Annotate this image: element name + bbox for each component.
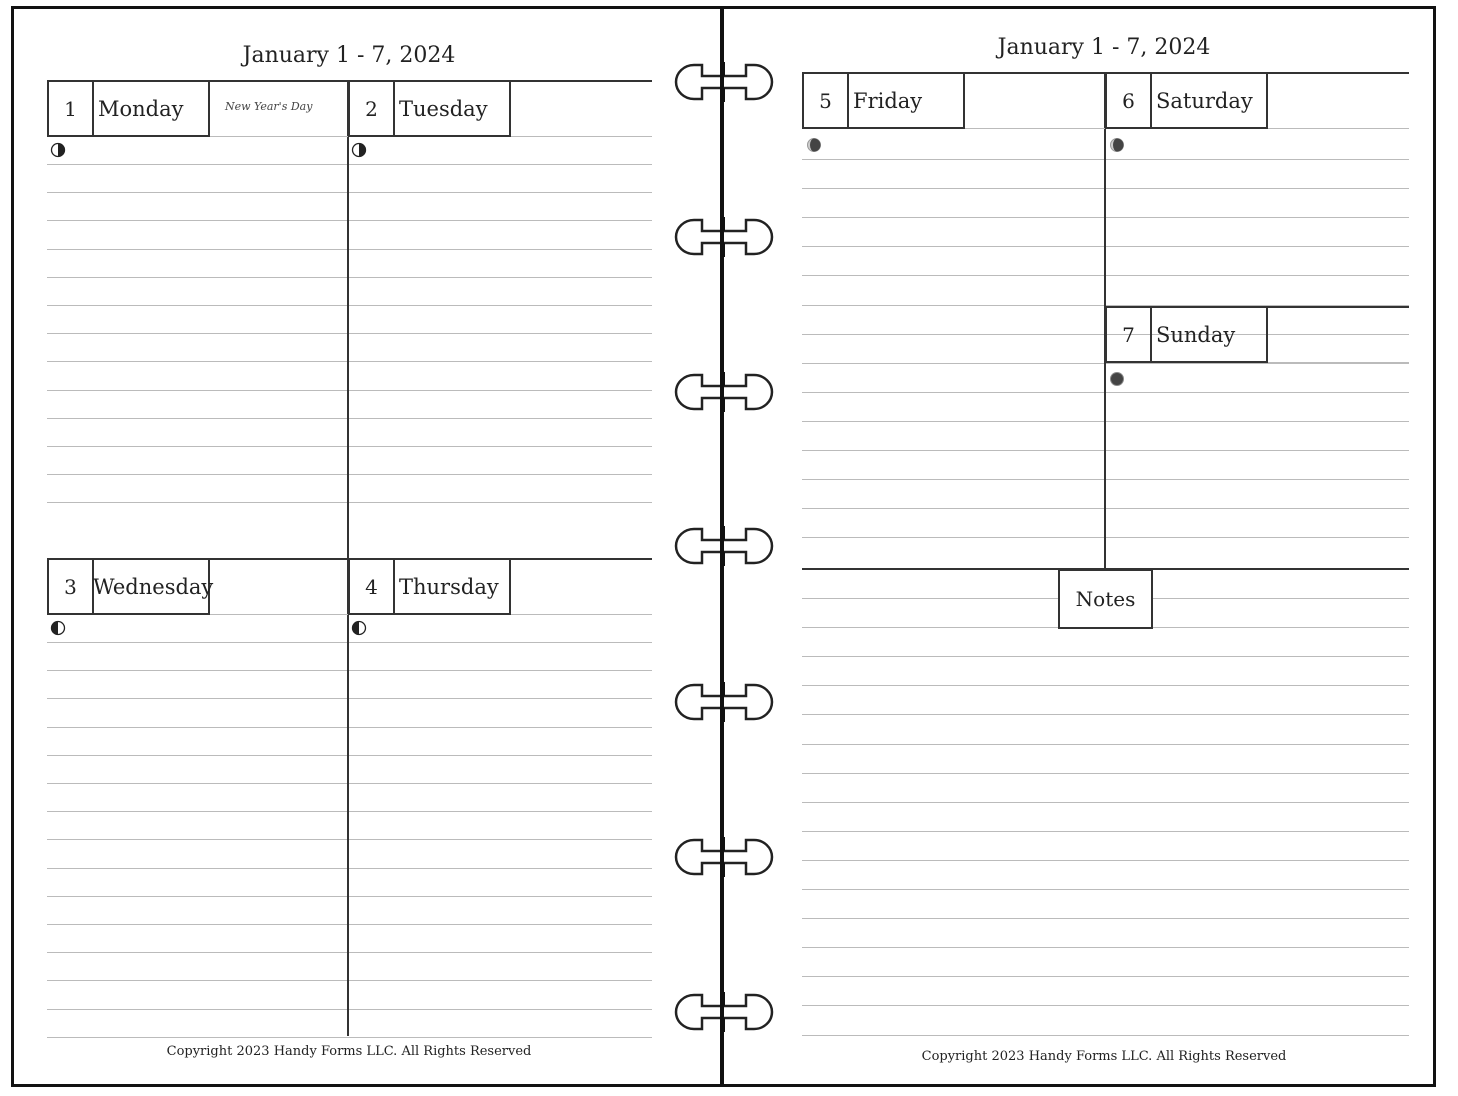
day-header-tuesday: 2 Tuesday	[348, 80, 652, 137]
day-header-saturday: 6 Saturday	[1105, 72, 1409, 129]
ruled-line	[802, 947, 1409, 948]
day-number: 5	[802, 72, 849, 129]
day-name: Tuesday	[393, 80, 511, 137]
day-name: Friday	[847, 72, 965, 129]
binder-ring-icon	[674, 682, 774, 722]
ruled-line	[802, 831, 1409, 832]
notes-label: Notes	[1058, 569, 1153, 629]
ruled-line	[47, 305, 652, 306]
binder-ring-icon	[674, 526, 774, 566]
ruled-line	[802, 1035, 1409, 1036]
ruled-line	[47, 839, 652, 840]
ruled-line	[802, 889, 1409, 890]
ruled-line	[47, 868, 652, 869]
right-copyright: Copyright 2023 Handy Forms LLC. All Righ…	[921, 1049, 1287, 1064]
ruled-line	[47, 670, 652, 671]
binder-ring-icon	[674, 372, 774, 412]
day-name: Wednesday	[92, 558, 213, 615]
right-planner-page	[721, 6, 1436, 1087]
ruled-line	[47, 418, 652, 419]
ruled-line	[802, 802, 1409, 803]
day-name: Monday	[92, 80, 210, 137]
left-page-title: January 1 - 7, 2024	[242, 43, 456, 68]
ruled-line	[47, 390, 652, 391]
last-quarter-moon-icon	[50, 620, 66, 636]
ruled-line	[802, 685, 1409, 686]
new-moon-icon	[1110, 372, 1124, 386]
ruled-line	[47, 220, 652, 221]
first-quarter-moon-icon	[351, 142, 367, 158]
ruled-line	[47, 980, 652, 981]
day-number: 1	[47, 80, 94, 137]
ruled-line	[47, 446, 652, 447]
first-quarter-moon-icon	[50, 142, 66, 158]
ruled-line	[47, 164, 652, 165]
ruled-line	[47, 192, 652, 193]
ruled-line	[47, 333, 652, 334]
binder-spine	[720, 6, 724, 1087]
ruled-line	[47, 727, 652, 728]
day-name: Thursday	[393, 558, 511, 615]
day-header-wednesday: 3 Wednesday	[47, 558, 348, 615]
ruled-line	[802, 918, 1409, 919]
ruled-line	[47, 642, 652, 643]
ruled-line	[47, 249, 652, 250]
binder-ring-icon	[674, 62, 774, 102]
day-number: 6	[1105, 72, 1152, 129]
day-header-friday: 5 Friday	[802, 72, 1105, 129]
ruled-line	[802, 1005, 1409, 1006]
binder-ring-icon	[674, 217, 774, 257]
ruled-line	[47, 783, 652, 784]
ruled-line	[47, 361, 652, 362]
ruled-line	[802, 656, 1409, 657]
left-planner-page	[11, 6, 724, 1087]
ruled-line	[802, 976, 1409, 977]
crescent-moon-icon	[1110, 138, 1124, 152]
left-copyright: Copyright 2023 Handy Forms LLC. All Righ…	[166, 1044, 532, 1059]
day-header-monday: 1 Monday New Year's Day	[47, 80, 348, 137]
day-name: Saturday	[1150, 72, 1268, 129]
ruled-line	[802, 714, 1409, 715]
ruled-line	[47, 1037, 652, 1038]
ruled-line	[802, 773, 1409, 774]
holiday-label: New Year's Day	[225, 100, 313, 113]
ruled-line	[802, 744, 1409, 745]
day-number: 4	[348, 558, 395, 615]
day-name: Sunday	[1150, 306, 1268, 363]
day-header-sunday: 7 Sunday	[1105, 306, 1409, 363]
ruled-line	[47, 811, 652, 812]
ruled-line	[47, 502, 652, 503]
day-number: 7	[1105, 306, 1152, 363]
day-number: 3	[47, 558, 94, 615]
right-page-title: January 1 - 7, 2024	[997, 35, 1211, 60]
crescent-moon-icon	[807, 138, 821, 152]
ruled-line	[47, 924, 652, 925]
ruled-line	[47, 1009, 652, 1010]
ruled-line	[802, 860, 1409, 861]
ruled-line	[47, 896, 652, 897]
ruled-line	[47, 474, 652, 475]
ruled-line	[47, 698, 652, 699]
binder-ring-icon	[674, 992, 774, 1032]
ruled-line	[47, 755, 652, 756]
ruled-line	[47, 952, 652, 953]
binder-ring-icon	[674, 837, 774, 877]
day-header-thursday: 4 Thursday	[348, 558, 652, 615]
last-quarter-moon-icon	[351, 620, 367, 636]
ruled-line	[47, 277, 652, 278]
day-number: 2	[348, 80, 395, 137]
